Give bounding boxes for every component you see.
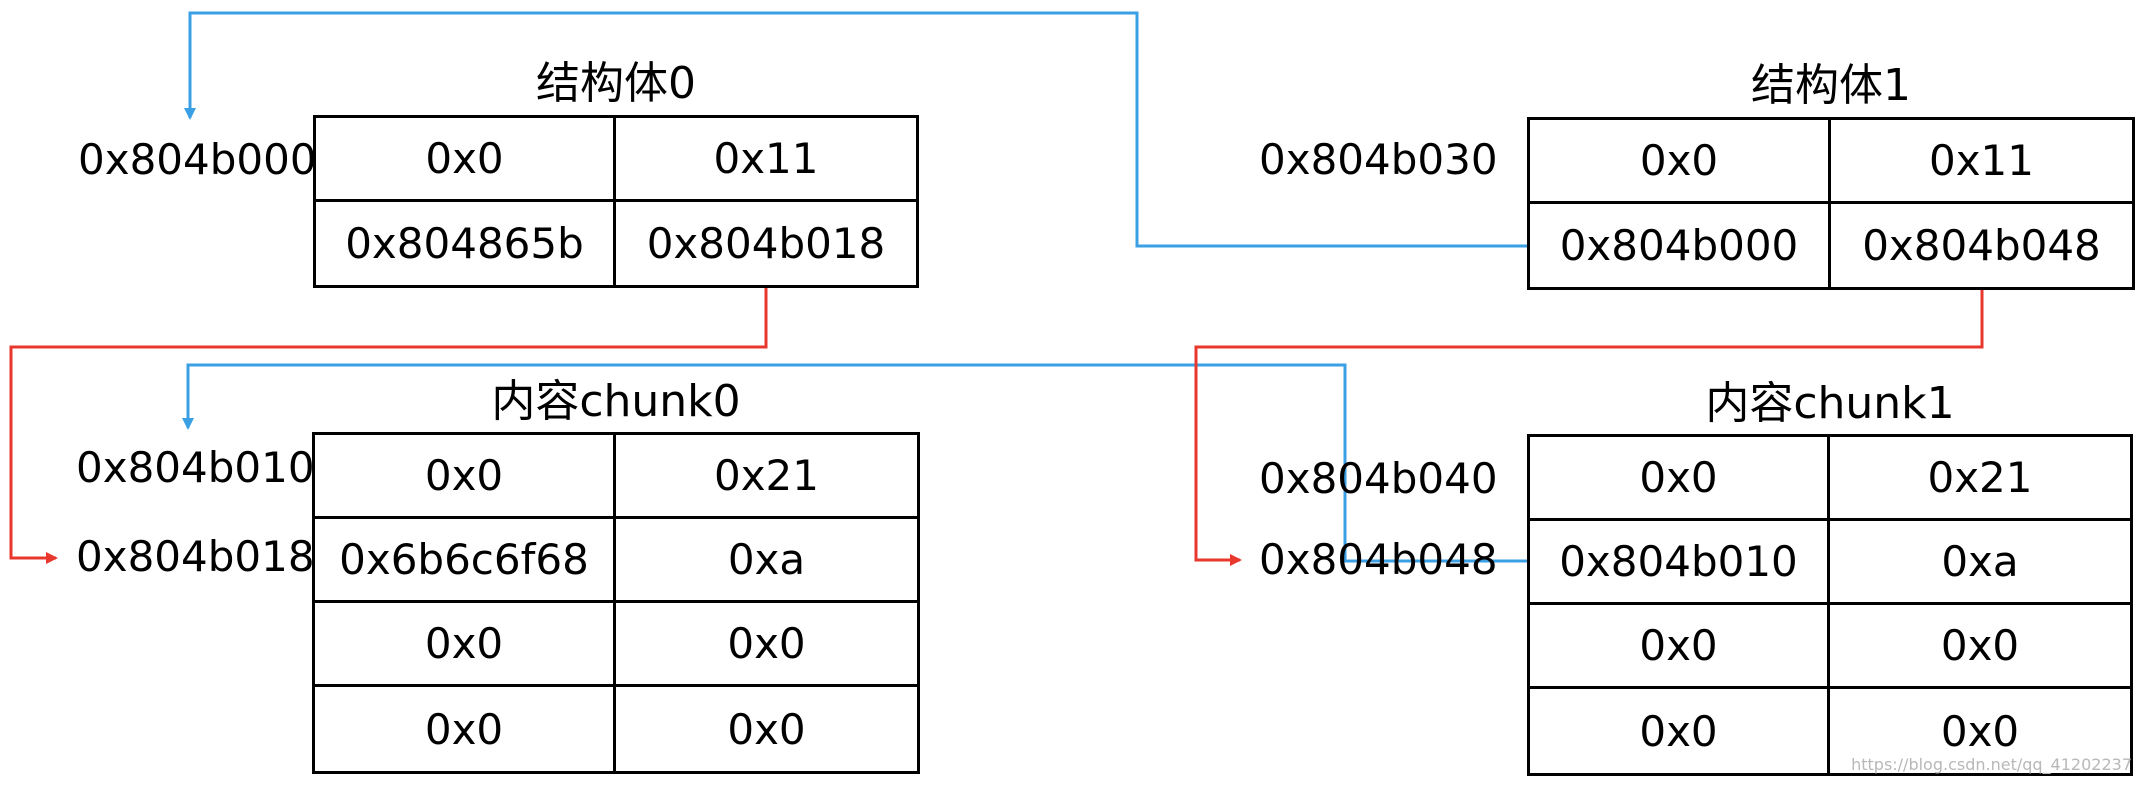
chunk1-table: 0x0 0x21 0x804b010 0xa 0x0 0x0 0x0 0x0 bbox=[1527, 434, 2133, 776]
struct0-cell: 0x11 bbox=[616, 118, 916, 202]
chunk1-cell: 0x804b010 bbox=[1530, 521, 1830, 605]
chunk1-cell: 0x0 bbox=[1530, 437, 1830, 521]
chunk0-cell: 0x0 bbox=[315, 603, 616, 687]
chunk1-address: 0x804b040 bbox=[1259, 454, 1498, 503]
chunk1-cell: 0x0 bbox=[1940, 706, 2020, 756]
chunk0-cell: 0x0 bbox=[616, 603, 917, 687]
struct0-table: 0x0 0x11 0x804865b 0x804b018 bbox=[313, 115, 919, 288]
struct1-title: 结构体1 bbox=[1751, 60, 1911, 111]
struct1-table: 0x0 0x11 0x804b000 0x804b048 bbox=[1527, 117, 2135, 290]
struct0-title: 结构体0 bbox=[536, 58, 696, 109]
chunk0-cell: 0xa bbox=[616, 519, 917, 603]
chunk0-title: 内容chunk0 bbox=[491, 376, 741, 427]
struct1-cell: 0x0 bbox=[1530, 120, 1831, 204]
struct1-cell: 0x804b000 bbox=[1530, 203, 1831, 287]
chunk0-cell: 0x0 bbox=[315, 687, 616, 771]
chunk1-cell: 0x0 bbox=[1530, 605, 1830, 689]
struct0-cell: 0x804865b bbox=[316, 201, 616, 285]
struct1-address: 0x804b030 bbox=[1259, 135, 1498, 184]
chunk1-address: 0x804b048 bbox=[1259, 535, 1498, 584]
struct1-cell: 0x804b048 bbox=[1862, 220, 2101, 270]
watermark: https://blog.csdn.net/qq_41202237 bbox=[1851, 755, 2132, 774]
chunk0-cell: 0x21 bbox=[616, 435, 917, 519]
chunk1-cell: 0x0 bbox=[1530, 689, 1830, 773]
chunk0-address: 0x804b018 bbox=[76, 532, 315, 581]
chunk0-cell: 0x6b6c6f68 bbox=[315, 519, 616, 603]
chunk0-cell: 0x0 bbox=[315, 435, 616, 519]
chunk1-cell: 0xa bbox=[1830, 521, 2130, 605]
struct1-cell: 0x11 bbox=[1831, 120, 2132, 204]
struct0-cell: 0x804b018 bbox=[646, 218, 886, 268]
struct0-address: 0x804b000 bbox=[78, 135, 317, 184]
chunk0-table: 0x0 0x21 0x6b6c6f68 0xa 0x0 0x0 0x0 0x0 bbox=[312, 432, 920, 774]
chunk0-address: 0x804b010 bbox=[76, 443, 315, 492]
chunk1-cell: 0x0 bbox=[1830, 605, 2130, 689]
chunk0-cell: 0x0 bbox=[727, 704, 806, 754]
chunk1-title: 内容chunk1 bbox=[1705, 378, 1955, 429]
chunk1-cell: 0x21 bbox=[1830, 437, 2130, 521]
struct0-cell: 0x0 bbox=[316, 118, 616, 202]
